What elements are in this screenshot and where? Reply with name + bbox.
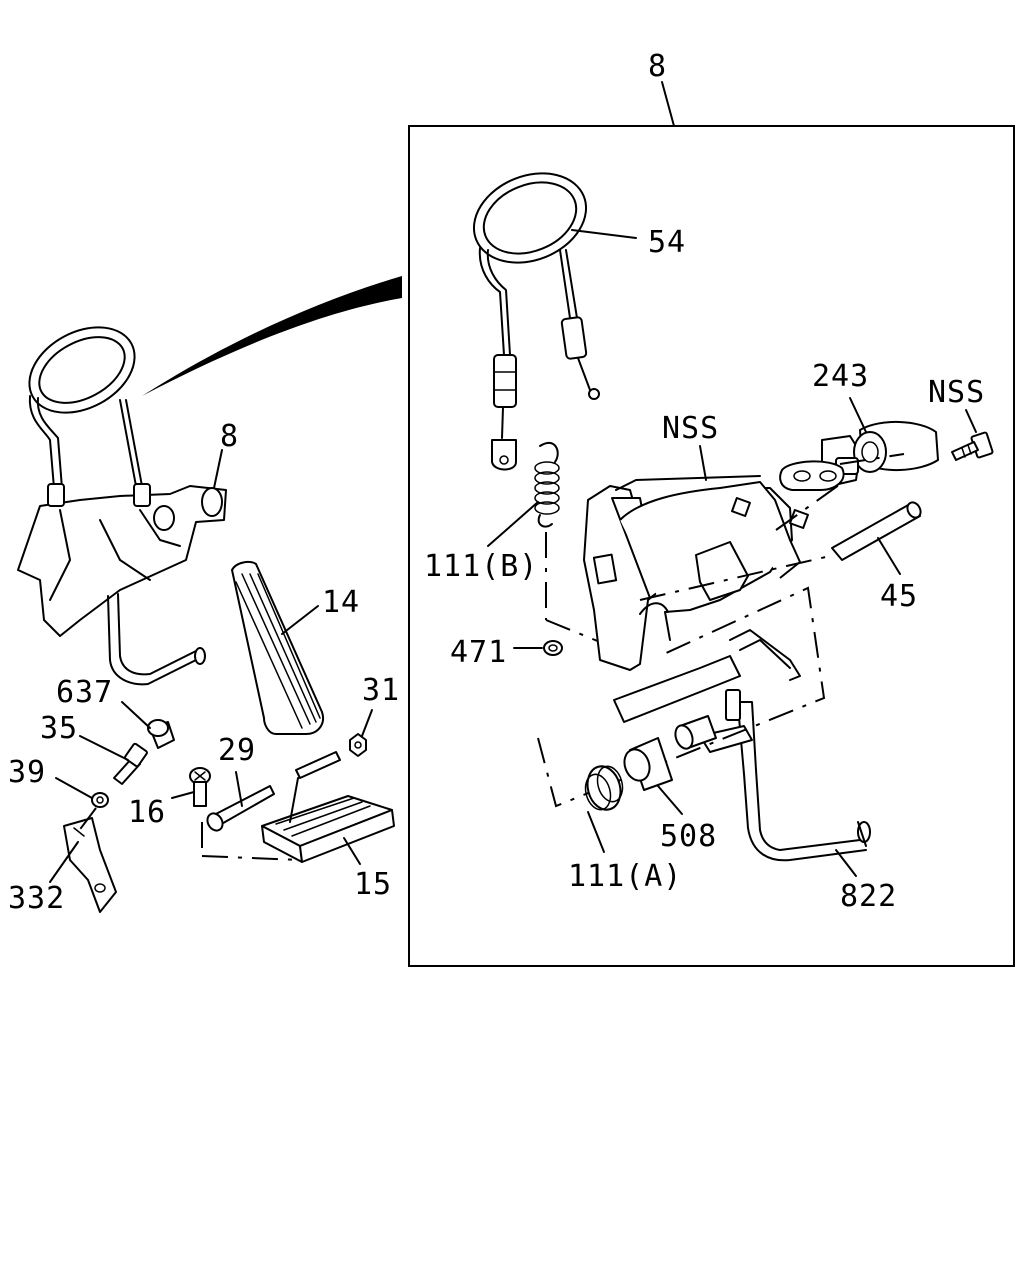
nut-31-drawing [349, 733, 367, 757]
leader-8-box [661, 81, 675, 127]
leader-29 [235, 771, 243, 807]
leader-16 [171, 791, 195, 799]
leader-111b [487, 501, 539, 547]
leader-508 [657, 785, 683, 815]
bracket-332-drawing [63, 807, 117, 913]
pedal-assembly-overview-drawing [17, 326, 227, 686]
leader-822 [835, 849, 857, 877]
callout-39: 39 [8, 755, 46, 790]
bolt-35-drawing [113, 742, 148, 785]
pedal-pad-14-drawing [231, 561, 324, 735]
leader-111a [587, 811, 605, 853]
bushing-508-drawing [623, 715, 717, 791]
leader-637 [121, 701, 151, 729]
callout-31: 31 [362, 673, 400, 708]
callout-35: 35 [40, 711, 78, 746]
callout-14: 14 [322, 585, 360, 620]
callout-111a: 111(A) [568, 859, 682, 894]
callout-471: 471 [450, 635, 507, 670]
switch-243-drawing [775, 421, 939, 531]
callout-508: 508 [660, 819, 717, 854]
leader-8-left [213, 449, 223, 489]
bracket-assembly-drawing [583, 475, 809, 671]
leader-15 [343, 837, 361, 865]
leader-nss-mid [699, 445, 707, 481]
callout-822: 822 [840, 879, 897, 914]
leader-14 [281, 605, 319, 635]
stopper-637-drawing [147, 719, 175, 749]
washer-471-drawing [543, 640, 563, 656]
callout-54: 54 [648, 225, 686, 260]
detail-box-frame [408, 125, 1015, 967]
callout-111b: 111(B) [424, 549, 538, 584]
callout-29: 29 [218, 733, 256, 768]
pad-15-drawing [201, 751, 395, 863]
leader-45 [877, 537, 901, 575]
leader-243 [849, 397, 867, 433]
cable-54-drawing [472, 172, 600, 471]
leader-35 [79, 735, 129, 761]
spring-111b-drawing [534, 441, 601, 643]
callout-243: 243 [812, 359, 869, 394]
callout-8-box: 8 [648, 49, 667, 84]
callout-16: 16 [128, 795, 166, 830]
spring-111a-drawing [584, 765, 624, 811]
magnification-wedge [142, 276, 402, 396]
callout-nss-right: NSS [928, 375, 985, 410]
callout-8-left: 8 [220, 419, 239, 454]
callout-332: 332 [8, 881, 65, 916]
leader-31 [361, 709, 373, 737]
leader-54 [571, 229, 637, 239]
leader-332 [49, 841, 79, 883]
leader-nss-right [965, 409, 977, 433]
leader-39 [55, 777, 93, 799]
section-plane-dashed [537, 586, 826, 808]
callout-15: 15 [354, 867, 392, 902]
bolt-nss-drawing [951, 431, 994, 461]
nut-39-drawing [91, 792, 109, 808]
callout-nss-mid: NSS [662, 411, 719, 446]
callout-45: 45 [880, 579, 918, 614]
callout-637: 637 [56, 675, 113, 710]
pin-45-drawing [639, 501, 922, 601]
bolt-16-drawing [189, 767, 211, 807]
